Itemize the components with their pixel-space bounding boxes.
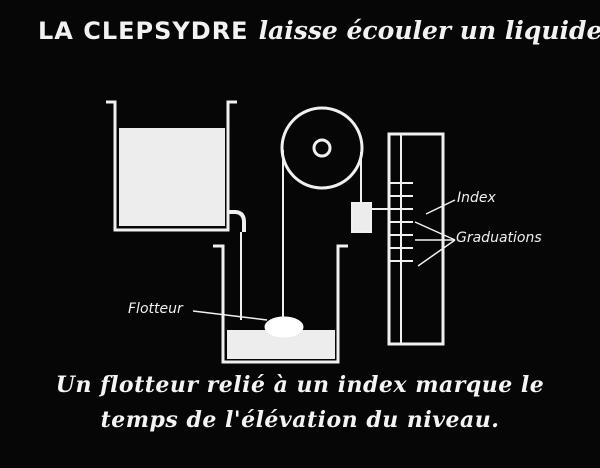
title-main: LA CLEPSYDRE: [38, 17, 249, 45]
leader-lines: [192, 199, 456, 321]
title-subtitle: laisse écouler un liquide: [258, 16, 600, 45]
graduated-scale: [387, 132, 445, 346]
slide-title: LA CLEPSYDRE laisse écouler un liquide: [38, 16, 600, 45]
label-graduations: Graduations: [456, 230, 542, 246]
caption-line-2: temps de l'élévation du niveau.: [100, 407, 500, 433]
lower-vessel: [213, 244, 348, 364]
spout: [228, 210, 246, 320]
float: [264, 316, 304, 338]
upper-liquid: [119, 128, 225, 226]
pulley: [280, 106, 364, 190]
caption-line-1: Un flotteur relié à un index marque le: [55, 372, 545, 398]
upper-vessel: [106, 100, 237, 232]
graduation-ticks: [390, 182, 413, 262]
label-index: Index: [457, 190, 497, 206]
index-weight: [351, 202, 372, 233]
label-flotteur: Flotteur: [128, 301, 184, 317]
